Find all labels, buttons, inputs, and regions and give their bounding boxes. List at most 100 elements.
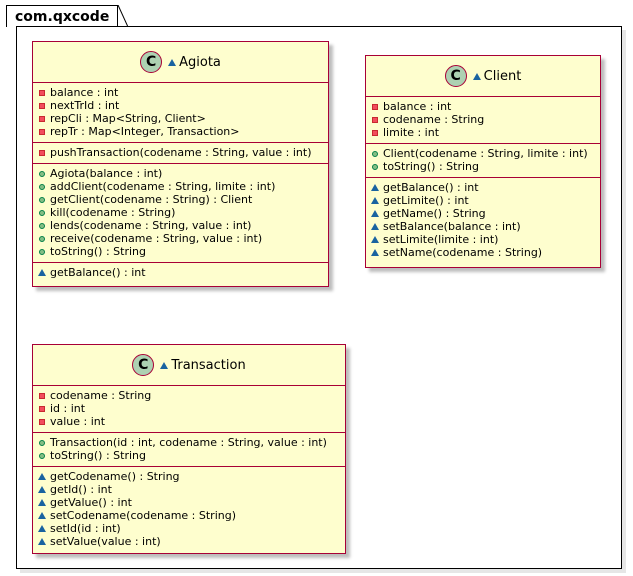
member-text: getId() : int [50, 483, 112, 496]
member-text: toString() : String [50, 245, 146, 258]
visibility-marker [37, 392, 47, 399]
method: getCodename() : String [37, 470, 345, 483]
field: limite : int [370, 126, 600, 139]
package-icon [371, 184, 379, 191]
member-text: getCodename() : String [50, 470, 180, 483]
method: toString() : String [37, 449, 345, 462]
visibility-marker [37, 452, 47, 459]
method: setBalance(balance : int) [370, 220, 600, 233]
visibility-marker [37, 209, 47, 216]
class-agiota-public-methods: Agiota(balance : int) addClient(codename… [33, 164, 328, 263]
visibility-marker [37, 183, 47, 190]
visibility-marker [370, 103, 380, 110]
field: id : int [37, 402, 345, 415]
private-icon [39, 405, 45, 412]
public-icon [39, 196, 45, 203]
class-transaction-name: Transaction [171, 357, 246, 373]
member-text: setValue(value : int) [50, 535, 161, 548]
class-transaction-package-methods: getCodename() : String getId() : int get… [33, 467, 345, 552]
visibility-marker [37, 512, 47, 519]
public-icon [39, 170, 45, 177]
package-icon [371, 197, 379, 204]
method: kill(codename : String) [37, 206, 328, 219]
field: value : int [37, 415, 345, 428]
class-client-public-methods: Client(codename : String, limite : int) … [366, 144, 600, 178]
package-icon [38, 269, 46, 276]
visibility-marker [370, 249, 380, 256]
method: lends(codename : String, value : int) [37, 219, 328, 232]
package-icon [371, 223, 379, 230]
field: nextTrId : int [37, 99, 328, 112]
private-icon [39, 102, 45, 109]
class-transaction-header: C Transaction [33, 345, 345, 386]
class-client-package-methods: getBalance() : int getLimite() : int get… [366, 178, 600, 263]
member-text: Client(codename : String, limite : int) [383, 147, 588, 160]
class-transaction[interactable]: C Transaction codename : String id : int… [32, 344, 346, 554]
package-icon [38, 473, 46, 480]
visibility-marker [370, 163, 380, 170]
public-icon [39, 439, 45, 446]
private-icon [39, 149, 45, 156]
member-text: nextTrId : int [50, 99, 120, 112]
member-text: getLimite() : int [383, 194, 469, 207]
member-text: getName() : String [383, 207, 486, 220]
member-text: id : int [50, 402, 86, 415]
package-icon [38, 499, 46, 506]
member-text: setName(codename : String) [383, 246, 543, 259]
package-visibility-icon [168, 58, 177, 66]
member-text: repTr : Map<Integer, Transaction> [50, 125, 240, 138]
member-text: Agiota(balance : int) [50, 167, 163, 180]
public-icon [372, 150, 378, 157]
public-icon [39, 452, 45, 459]
class-agiota-header: C Agiota [33, 42, 328, 83]
class-agiota-fields: balance : int nextTrId : int repCli : Ma… [33, 83, 328, 143]
member-text: setLimite(limite : int) [383, 233, 499, 246]
method: setLimite(limite : int) [370, 233, 600, 246]
visibility-marker [37, 235, 47, 242]
method: addClient(codename : String, limite : in… [37, 180, 328, 193]
method: setValue(value : int) [37, 535, 345, 548]
class-icon: C [132, 354, 155, 376]
method: setId(id : int) [37, 522, 345, 535]
member-text: getBalance() : int [50, 266, 146, 279]
visibility-marker [37, 128, 47, 135]
member-text: toString() : String [383, 160, 479, 173]
visibility-marker [370, 236, 380, 243]
member-text: codename : String [50, 389, 152, 402]
method: getBalance() : int [370, 181, 600, 194]
visibility-marker [37, 269, 47, 276]
package-visibility-icon [160, 361, 169, 369]
class-client[interactable]: C Client balance : int codename : String… [365, 55, 601, 268]
public-icon [39, 222, 45, 229]
visibility-marker [37, 405, 47, 412]
member-text: limite : int [383, 126, 440, 139]
field: codename : String [37, 389, 345, 402]
visibility-marker [370, 197, 380, 204]
package-name: com.qxcode [15, 9, 110, 25]
package-icon [371, 249, 379, 256]
visibility-marker [370, 150, 380, 157]
visibility-marker [37, 418, 47, 425]
field: repTr : Map<Integer, Transaction> [37, 125, 328, 138]
class-client-fields: balance : int codename : String limite :… [366, 97, 600, 144]
package-tab-edge [118, 5, 128, 27]
member-text: Transaction(id : int, codename : String,… [50, 436, 327, 449]
package-icon [38, 486, 46, 493]
method: getId() : int [37, 483, 345, 496]
visibility-marker [37, 222, 47, 229]
class-agiota-package-methods: getBalance() : int [33, 263, 328, 297]
package-tab: com.qxcode [6, 5, 119, 27]
member-text: lends(codename : String, value : int) [50, 219, 252, 232]
public-icon [372, 163, 378, 170]
member-text: codename : String [383, 113, 485, 126]
visibility-marker [370, 116, 380, 123]
method: Transaction(id : int, codename : String,… [37, 436, 345, 449]
public-icon [39, 209, 45, 216]
private-icon [372, 103, 378, 110]
visibility-marker [370, 223, 380, 230]
member-text: setCodename(codename : String) [50, 509, 237, 522]
field: balance : int [37, 86, 328, 99]
class-agiota[interactable]: C Agiota balance : int nextTrId : int re… [32, 41, 329, 287]
member-text: getValue() : int [50, 496, 132, 509]
visibility-marker [37, 525, 47, 532]
